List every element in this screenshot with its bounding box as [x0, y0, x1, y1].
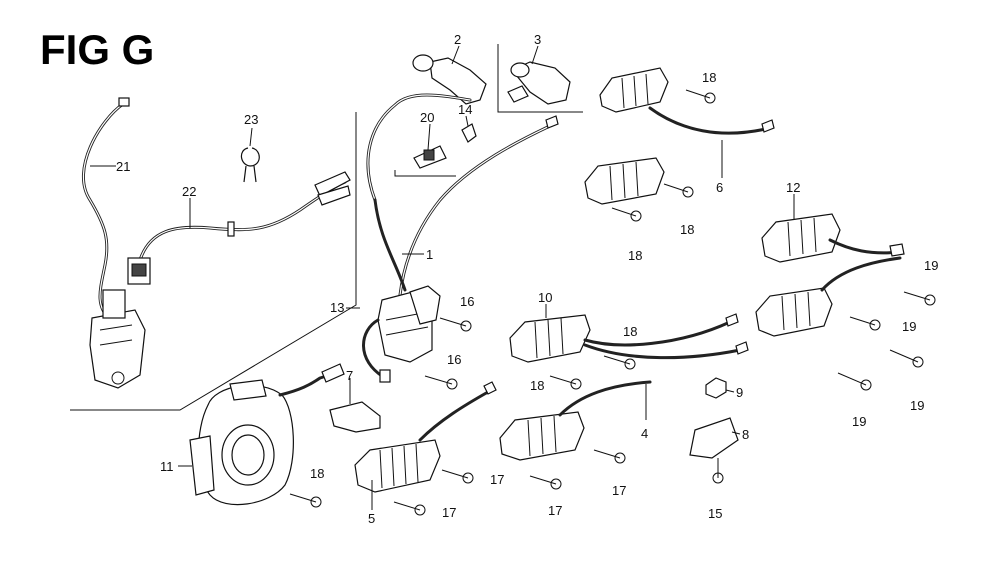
part-label-23: 23 — [244, 112, 258, 127]
ignition-coil — [362, 115, 559, 383]
option-divider — [497, 44, 583, 113]
part-label-18e: 18 — [680, 222, 694, 237]
part-numbers: 2 3 20 14 23 21 22 1 13 16 16 7 11 18 5 … — [116, 32, 938, 526]
charge-coil-4 — [499, 380, 652, 461]
plate — [689, 417, 739, 459]
bracket — [329, 401, 381, 433]
part-label-19d: 19 — [852, 414, 866, 429]
part-label-18d: 18 — [702, 70, 716, 85]
part-label-17c: 17 — [548, 503, 562, 518]
coil-12 — [761, 213, 905, 263]
coil-lower-6 — [584, 157, 665, 205]
part-label-17b: 17 — [442, 505, 456, 520]
charge-coil-5 — [354, 381, 497, 493]
wire-clip — [240, 147, 260, 183]
part-label-3: 3 — [534, 32, 541, 47]
spark-plug-cap-alt — [507, 61, 571, 105]
part-label-14: 14 — [458, 102, 472, 117]
part-label-19c: 19 — [910, 398, 924, 413]
part-label-17a: 17 — [490, 472, 504, 487]
part-label-19b: 19 — [902, 319, 916, 334]
clip-small — [461, 123, 477, 143]
leader-lines — [90, 45, 795, 510]
part-label-4: 4 — [641, 426, 648, 441]
sub-kit-divider — [394, 170, 456, 177]
ignition-cable-assembly — [81, 97, 146, 389]
cord-clamp — [413, 145, 447, 169]
part-label-22: 22 — [182, 184, 196, 199]
part-label-12: 12 — [786, 180, 800, 195]
nut — [705, 377, 727, 399]
part-label-18c: 18 — [530, 378, 544, 393]
kit-divider — [70, 112, 357, 411]
part-label-13: 13 — [330, 300, 344, 315]
wire-harness — [127, 171, 351, 285]
coil-12b — [755, 256, 902, 337]
part-label-16b: 16 — [447, 352, 461, 367]
part-label-2: 2 — [454, 32, 461, 47]
part-label-17d: 17 — [612, 483, 626, 498]
bolts — [289, 89, 936, 516]
part-label-10: 10 — [538, 290, 552, 305]
part-label-11: 11 — [160, 459, 174, 474]
part-label-18f: 18 — [628, 248, 642, 263]
part-label-16a: 16 — [460, 294, 474, 309]
part-label-6: 6 — [716, 180, 723, 195]
part-label-18a: 18 — [310, 466, 324, 481]
part-label-8: 8 — [742, 427, 749, 442]
part-label-18b: 18 — [623, 324, 637, 339]
part-label-19a: 19 — [924, 258, 938, 273]
figure-title: FIG G — [40, 26, 154, 73]
part-label-5: 5 — [368, 511, 375, 526]
part-label-20: 20 — [420, 110, 434, 125]
charge-coil-10 — [509, 313, 749, 363]
part-label-15: 15 — [708, 506, 722, 521]
part-label-1: 1 — [426, 247, 433, 262]
spark-plug-cap — [366, 54, 487, 202]
part-label-9: 9 — [736, 385, 743, 400]
coil-upper-6 — [599, 67, 775, 135]
part-label-7: 7 — [346, 368, 353, 383]
stator-plate — [189, 363, 345, 506]
part-label-21: 21 — [116, 159, 130, 174]
